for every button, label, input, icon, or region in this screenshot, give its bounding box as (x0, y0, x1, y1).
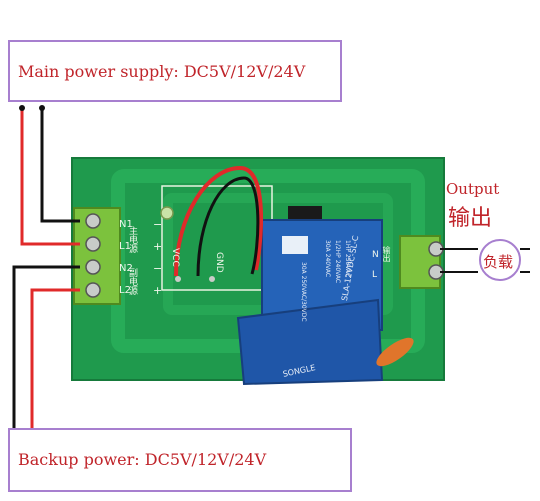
pin-l1: L1 (119, 241, 131, 252)
relay-logo-block (282, 236, 308, 254)
relay-front (236, 298, 384, 386)
right-terminal-screws (428, 241, 444, 280)
main-black-wire (40, 108, 80, 223)
backup-supply-label: Backup power: DC5V/12V/24V (18, 450, 267, 469)
sign-0: − (153, 218, 163, 231)
output-wire-right (520, 248, 530, 273)
right-pin-n: N (372, 250, 379, 260)
right-terminal-label-cn: 输出 (382, 246, 391, 262)
gnd-label: GND (214, 252, 224, 273)
pin-l2: L2 (119, 285, 131, 296)
load-circle (479, 239, 521, 281)
sign-2: − (153, 262, 163, 275)
output-label-cn: 输出 (448, 206, 493, 231)
main-label-cn: 主电源 (127, 226, 137, 253)
backup-supply-box (8, 428, 352, 492)
load-label: 负载 (483, 253, 514, 271)
relay-rating-1: 1HP 250VAC (344, 240, 351, 278)
relay-rating-3: 30A 240VAC (324, 240, 331, 278)
backup-red-wire (30, 288, 80, 432)
output-label: Output (446, 180, 500, 198)
right-pin-l: L (372, 270, 378, 280)
left-terminal-pins: N1 L1 N2 L2 (119, 214, 133, 302)
main-supply-label: Main power supply: DC5V/12V/24V (18, 62, 306, 81)
led (160, 206, 174, 220)
main-red-wire (20, 108, 80, 246)
capacitor (376, 337, 414, 367)
vcc-label: VCC (170, 248, 180, 267)
relay-rating-2: 1/2HP 240VAC (334, 240, 341, 284)
main-supply-box (8, 40, 342, 102)
left-terminal-screws (85, 213, 101, 298)
gnd-black-wire (196, 176, 260, 277)
smd-component (288, 206, 322, 220)
left-terminal-signs: − + − + (153, 214, 163, 302)
relay-rating-4: 30A 250VAC/30VDC (300, 262, 307, 322)
sign-1: + (153, 240, 163, 253)
sign-3: + (153, 284, 163, 297)
pin-n1: N1 (119, 219, 133, 230)
vcc-red-wire (174, 165, 264, 277)
backup-label-cn: 副电源 (127, 268, 137, 295)
pin-n2: N2 (119, 263, 133, 274)
backup-black-wire (12, 265, 80, 432)
